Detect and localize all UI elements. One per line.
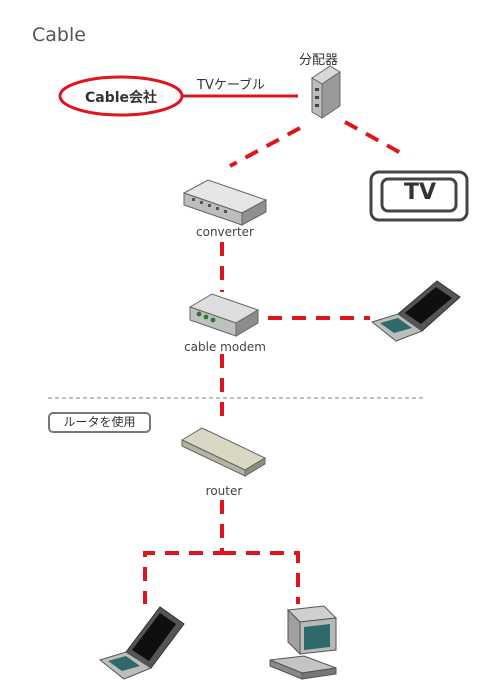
provider-label: Cable会社 (84, 90, 158, 106)
splitter-icon (311, 65, 341, 119)
splitter-tv-link (344, 120, 409, 159)
desktop-pc-icon (269, 605, 338, 680)
laptop-icon (370, 280, 461, 342)
tv-icon (369, 170, 469, 222)
splitter-label: 分配器 (299, 53, 339, 68)
router-section-badge: ルータを使用 (48, 412, 151, 433)
converter-label: converter (196, 225, 254, 239)
provider-ellipse (58, 75, 184, 117)
router-laptop-link (143, 500, 224, 604)
dashed-connections (143, 120, 409, 604)
tv-label: TV (403, 180, 437, 205)
laptop-icon (98, 606, 185, 680)
cable-modem-icon (188, 293, 260, 337)
converter-icon (182, 179, 268, 226)
tv-cable-label: TVケーブル (197, 78, 266, 93)
page-title: Cable (32, 24, 86, 46)
router-label: router (205, 484, 243, 498)
router-icon (180, 427, 267, 477)
router-pc-link (222, 551, 300, 604)
splitter-converter-link (229, 126, 301, 168)
cable-modem-label: cable modem (184, 340, 266, 354)
